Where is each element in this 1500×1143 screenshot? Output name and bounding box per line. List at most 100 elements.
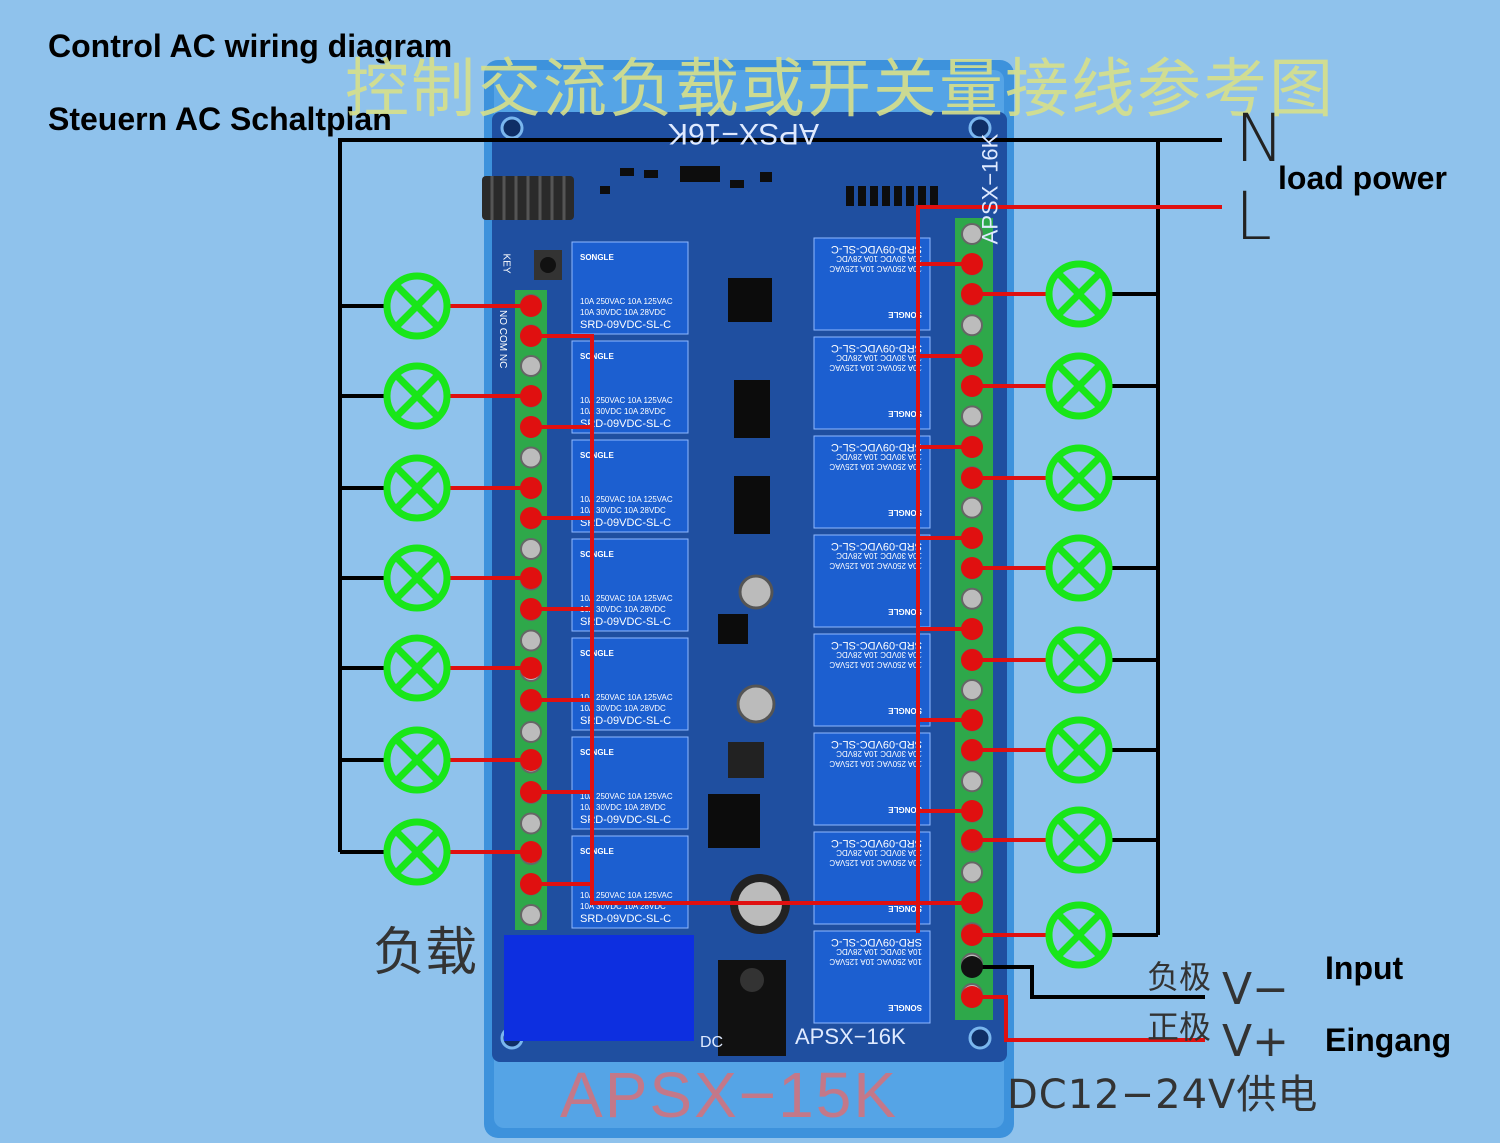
lamp-cross-b [1055, 454, 1103, 502]
positive-label-chinese: 正极 [1147, 1008, 1212, 1046]
relay-brand-text: SONGLE [580, 649, 614, 658]
antenna-coil [482, 176, 574, 220]
relay-rating-dc-text: 10A 30VDC 10A 28VDC [836, 254, 922, 263]
relay-model-text: SRD-09VDC-SL-C [580, 517, 671, 529]
lamp-cross-b [393, 464, 441, 512]
terminal-dot-right-com [961, 436, 983, 458]
lamp-ring [383, 544, 451, 612]
relay-brand-text: SONGLE [888, 805, 922, 814]
lamp-cross-b [1055, 726, 1103, 774]
screw-left [520, 721, 542, 743]
terminal-dot-right-no [961, 829, 983, 851]
relay-rating-dc-text: 10A 30VDC 10A 28VDC [836, 353, 922, 362]
dc-jack-label: DC [700, 1034, 724, 1051]
relay-body [813, 435, 931, 529]
terminal-dot-left-no [520, 749, 542, 771]
load-power-label: load power [1278, 160, 1447, 196]
relay-model-text: SRD-09VDC-SL-C [580, 913, 671, 925]
lamp-ring [1045, 260, 1113, 328]
relay-rating-ac-text: 10A 250VAC 10A 125VAC [580, 594, 673, 603]
v-plus-label: V+ [1222, 1016, 1289, 1067]
eingang-label: Eingang [1325, 1022, 1452, 1058]
screw-left [520, 812, 542, 835]
lamp-icon-right-4 [1045, 534, 1113, 602]
wiring [338, 138, 1222, 1042]
terminal-dot-left-no [520, 841, 542, 863]
lamp-icon-left-2 [383, 362, 451, 430]
relay-model-text: SRD-09VDC-SL-C [831, 441, 922, 453]
terminal-dot-left-com [520, 416, 542, 438]
key-label: KEY [500, 253, 512, 274]
lamp-icon-right-6 [1045, 716, 1113, 784]
relay-brand-text: SONGLE [580, 550, 614, 559]
terminal-dot-right-no [961, 375, 983, 397]
lamp-icon-left-3 [383, 454, 451, 522]
relay-rating-dc-text: 10A 30VDC 10A 28VDC [580, 506, 666, 515]
ic-chips [708, 278, 772, 848]
lamp-icon-left-5 [383, 634, 451, 702]
relay-rating-ac-text: 10A 250VAC 10A 125VAC [580, 396, 673, 405]
neutral-label: N [1235, 100, 1285, 177]
relay-rating-dc-text: 10A 30VDC 10A 28VDC [580, 902, 666, 911]
screw-left [520, 446, 542, 469]
relay-brand-text: SONGLE [888, 310, 922, 319]
relay-rating-ac-text: 10A 250VAC 10A 125VAC [829, 759, 922, 768]
relay-body [813, 732, 931, 826]
title-german: Steuern AC Schaltplan [48, 101, 392, 137]
title-english: Control AC wiring diagram [48, 28, 453, 64]
relay-model-text: SRD-09VDC-SL-C [580, 319, 671, 331]
lamp-cross-b [393, 372, 441, 420]
terminal-dot-left-no [520, 657, 542, 679]
screw-left [520, 355, 542, 377]
lamp-cross-b [393, 282, 441, 330]
terminal-dot-v-minus [961, 956, 983, 978]
terminal-dot-right-com [961, 527, 983, 549]
relay-brand-text: SONGLE [888, 607, 922, 616]
relay-model-text: SRD-09VDC-SL-C [831, 936, 922, 948]
model-label-bottom-red: APSX−15K [560, 1059, 898, 1131]
v-minus-wire [972, 965, 1205, 999]
dc-jack [718, 960, 786, 1056]
relay-brand-text: SONGLE [888, 904, 922, 913]
model-label-bottom-silk: APSX−16K [795, 1024, 906, 1049]
screw-right [961, 314, 983, 337]
line-label: L [1235, 178, 1272, 255]
relay-body [813, 633, 931, 727]
lamp-ring [383, 272, 451, 340]
relay-rating-dc-text: 10A 30VDC 10A 28VDC [580, 803, 666, 812]
screw-left [520, 538, 542, 560]
lamps [383, 260, 1113, 969]
lamp-ring [1045, 444, 1113, 512]
lamp-ring [1045, 806, 1113, 874]
model-label-top: APSX−16K [668, 117, 819, 150]
lamp-icon-left-1 [383, 272, 451, 340]
neutral-bus-left [338, 138, 1222, 852]
screw-right [961, 587, 983, 610]
relay-brand-text: SONGLE [580, 451, 614, 460]
relay-rating-dc-text: 10A 30VDC 10A 28VDC [580, 407, 666, 416]
screw-right [961, 496, 983, 519]
relay-brand-text: SONGLE [580, 748, 614, 757]
lamp-cross-b [1055, 636, 1103, 684]
live-bus-right [916, 205, 1222, 933]
relay-rating-dc-text: 10A 30VDC 10A 28VDC [836, 749, 922, 758]
lamp-cross-b [1055, 816, 1103, 864]
relay-model-text: SRD-09VDC-SL-C [831, 342, 922, 354]
terminal-dot-right-com [961, 618, 983, 640]
load-label-chinese: 负载 [373, 923, 478, 983]
relay-model-text: SRD-09VDC-SL-C [831, 540, 922, 552]
relay-brand-text: SONGLE [580, 847, 614, 856]
relay-rating-ac-text: 10A 250VAC 10A 125VAC [580, 693, 673, 702]
relay-rating-dc-text: 10A 30VDC 10A 28VDC [836, 848, 922, 857]
relay-rating-ac-text: 10A 250VAC 10A 125VAC [829, 957, 922, 966]
lamp-ring [1045, 352, 1113, 420]
relay-body [813, 534, 931, 628]
screw-left [520, 904, 542, 926]
